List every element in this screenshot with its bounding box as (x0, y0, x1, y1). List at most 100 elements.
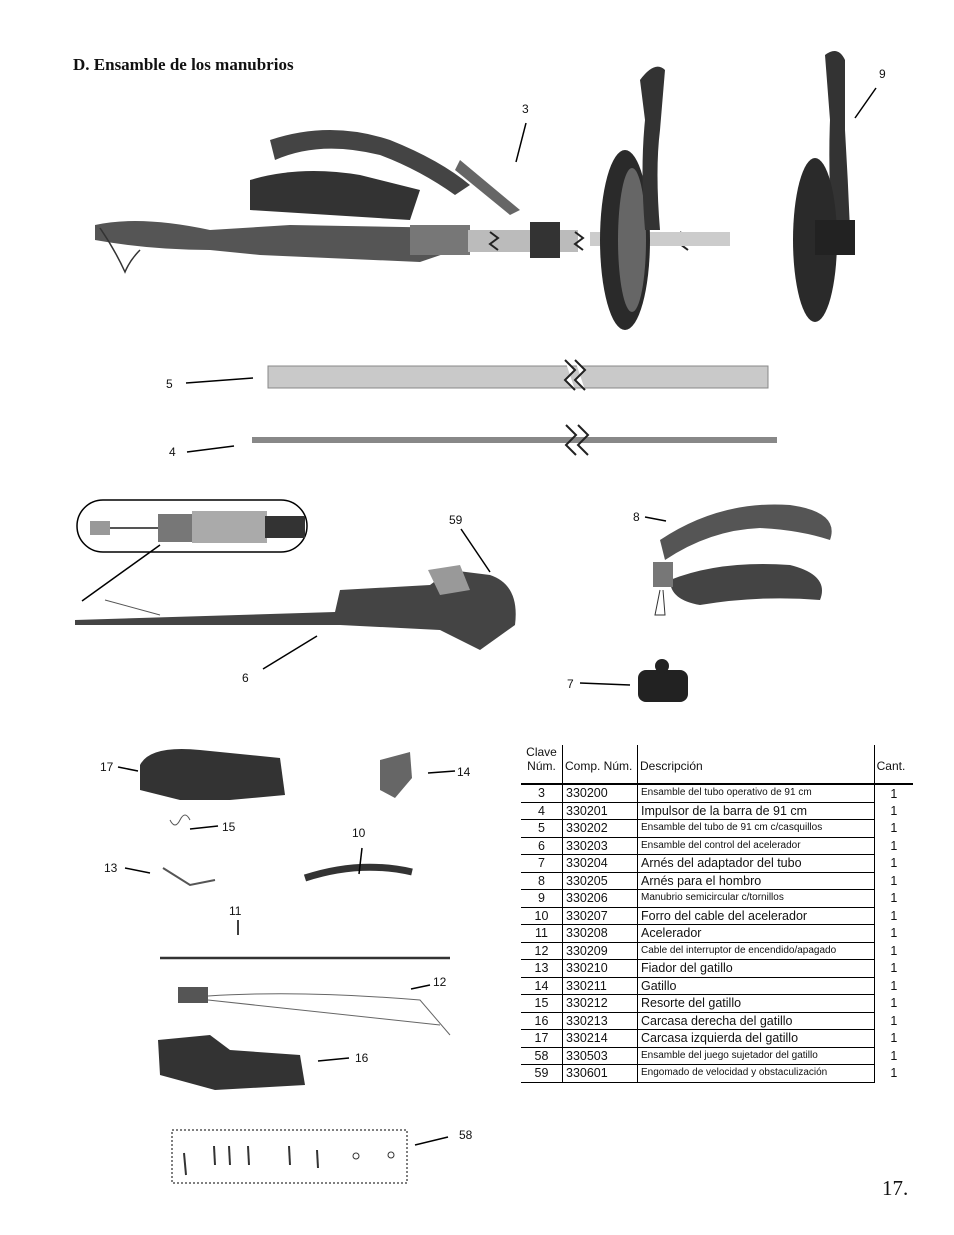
clave-cell: 7 (521, 854, 563, 873)
description-cell: Ensamble del tubo operativo de 91 cm (637, 784, 875, 803)
quantity-cell: 1 (890, 803, 898, 818)
quantity-cell: 1 (890, 786, 898, 801)
exploded-trigger-parts (117, 749, 456, 1184)
description-cell: Cable del interruptor de encendido/apaga… (637, 942, 875, 960)
description-cell: Manubrio semicircular c/tornillos (637, 889, 875, 908)
quantity-cell: 1 (890, 978, 898, 993)
clave-cell: 3 (521, 784, 563, 803)
description-cell: Carcasa derecha del gatillo (637, 1012, 875, 1030)
callout-3: 3 (522, 102, 529, 116)
description-cell: Forro del cable del acelerador (637, 907, 875, 925)
quantity-cell: 1 (890, 1013, 898, 1028)
quantity-cell: 1 (890, 891, 898, 906)
quantity-cell: 1 (890, 1031, 898, 1046)
comp-cell: 330211 (562, 977, 638, 995)
quantity-cell: 1 (890, 996, 898, 1011)
comp-cell: 330210 (562, 959, 638, 978)
callout-11: 11 (229, 904, 242, 918)
comp-cell: 330601 (562, 1064, 638, 1083)
quantity-cell: 1 (890, 873, 898, 888)
description-cell: Fiador del gatillo (637, 959, 875, 978)
header-comp: Comp. Núm. (562, 745, 638, 784)
quantity-cell: 1 (890, 821, 898, 836)
clave-cell: 4 (521, 802, 563, 820)
callout-7: 7 (567, 677, 574, 691)
table-header-row: Clave Núm. Comp. Núm. Descripción Cant. (521, 745, 913, 784)
clave-cell: 8 (521, 872, 563, 890)
clave-cell: 16 (521, 1012, 563, 1030)
clave-cell: 10 (521, 907, 563, 925)
header-descripcion: Descripción (637, 745, 875, 784)
clave-cell: 17 (521, 1029, 563, 1048)
clave-cell: 9 (521, 889, 563, 908)
clave-cell: 14 (521, 977, 563, 995)
callout-15: 15 (222, 820, 236, 834)
page-number: 17. (882, 1176, 909, 1200)
callout-16: 16 (355, 1051, 369, 1065)
callout-6: 6 (242, 671, 249, 685)
description-cell: Carcasa izquierda del gatillo (637, 1029, 875, 1048)
callout-58: 58 (459, 1128, 473, 1142)
comp-cell: 330207 (562, 907, 638, 925)
shoulder-harness (644, 504, 832, 616)
description-cell: Gatillo (637, 977, 875, 995)
quantity-cell: 1 (890, 838, 898, 853)
throttle-assembly (75, 499, 516, 670)
clave-cell: 12 (521, 942, 563, 960)
callout-59: 59 (449, 513, 463, 527)
callout-12: 12 (433, 975, 447, 989)
callout-14: 14 (457, 765, 471, 779)
callout-5: 5 (166, 377, 173, 391)
comp-cell: 330213 (562, 1012, 638, 1030)
comp-cell: 330205 (562, 872, 638, 890)
description-cell: Arnés para el hombro (637, 872, 875, 890)
comp-cell: 330206 (562, 889, 638, 908)
comp-cell: 330503 (562, 1047, 638, 1065)
quantity-cell: 1 (890, 926, 898, 941)
quantity-cell: 1 (890, 943, 898, 958)
callout-13: 13 (104, 861, 118, 875)
description-cell: Impulsor de la barra de 91 cm (637, 802, 875, 820)
comp-cell: 330201 (562, 802, 638, 820)
description-cell: Resorte del gatillo (637, 994, 875, 1013)
tube-adapter-part-7 (579, 659, 688, 702)
clave-cell: 6 (521, 837, 563, 855)
description-cell: Ensamble del tubo de 91 cm c/casquillos (637, 819, 875, 838)
header-clave: Clave Núm. (521, 745, 563, 784)
callout-9: 9 (879, 67, 886, 81)
comp-cell: 330202 (562, 819, 638, 838)
clave-cell: 59 (521, 1064, 563, 1083)
callout-17: 17 (100, 760, 114, 774)
comp-cell: 330208 (562, 924, 638, 943)
quantity-cell: 1 (890, 961, 898, 976)
comp-cell: 330212 (562, 994, 638, 1013)
callout-10: 10 (352, 826, 366, 840)
quantity-cell: 1 (890, 1048, 898, 1063)
callout-4: 4 (169, 445, 176, 459)
header-cant: Cant. (876, 759, 906, 773)
tube-part-5 (185, 359, 769, 391)
parts-table: Clave Núm. Comp. Núm. Descripción Cant. … (521, 745, 913, 1083)
comp-cell: 330209 (562, 942, 638, 960)
quantity-cell: 1 (890, 908, 898, 923)
comp-cell: 330214 (562, 1029, 638, 1048)
comp-cell: 330203 (562, 837, 638, 855)
clave-cell: 15 (521, 994, 563, 1013)
quantity-cell: 1 (890, 856, 898, 871)
